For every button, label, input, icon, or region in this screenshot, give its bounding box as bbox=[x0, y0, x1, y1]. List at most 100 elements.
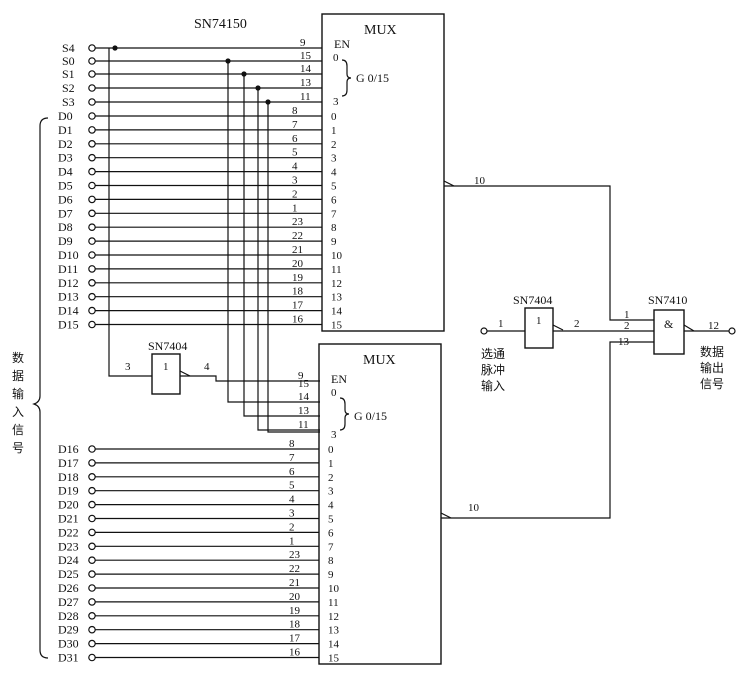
mux2-input-terminal-11 bbox=[88, 598, 96, 606]
inverter-left-box bbox=[151, 353, 181, 395]
select-drop-wire-3 bbox=[267, 102, 320, 433]
mux1-input-pin-7: 1 bbox=[292, 202, 298, 214]
mux1-input-pin-14: 17 bbox=[292, 300, 304, 312]
nand-pin-b: 2 bbox=[624, 320, 630, 332]
mux2-input-index-0: 0 bbox=[328, 444, 334, 456]
select-terminal-s2 bbox=[88, 84, 96, 92]
mux2-input-index-12: 12 bbox=[328, 611, 339, 623]
mux2-input-terminal-7 bbox=[88, 542, 96, 551]
mux1-title: MUX bbox=[364, 23, 397, 38]
mux1-input-label-10: D10 bbox=[58, 248, 79, 262]
nand-gate-symbol: & bbox=[664, 317, 674, 331]
output-label-line3: 信号 bbox=[700, 377, 724, 391]
mux2-title: MUX bbox=[363, 353, 396, 368]
mux2-input-index-14: 14 bbox=[328, 639, 340, 651]
mux1-input-index-11: 11 bbox=[331, 264, 342, 276]
mux2-input-label-4: D20 bbox=[58, 498, 79, 512]
mux1-select-brace bbox=[341, 59, 352, 97]
mux2-select-pin-3: 13 bbox=[298, 405, 310, 417]
mux1-input-pin-15: 16 bbox=[292, 314, 304, 326]
mux2-input-pin-1: 7 bbox=[289, 452, 295, 464]
mux1-input-terminal-5 bbox=[88, 181, 96, 190]
mux2-input-label-8: D24 bbox=[58, 553, 79, 567]
select-terminal-s1 bbox=[88, 70, 96, 78]
mux1-input-index-0: 0 bbox=[331, 111, 337, 123]
nand-gate-invert-mark bbox=[683, 324, 695, 332]
select-label-s1: S1 bbox=[62, 67, 75, 81]
mux1-input-terminal-0 bbox=[88, 112, 96, 120]
mux2-input-index-7: 7 bbox=[328, 541, 334, 553]
select-terminal-s4 bbox=[88, 44, 96, 52]
mux2-input-index-5: 5 bbox=[328, 514, 334, 526]
mux1-input-terminal-6 bbox=[88, 195, 96, 204]
mux2-input-pin-0: 8 bbox=[289, 438, 295, 450]
nand-pin-c: 13 bbox=[618, 336, 630, 348]
mux1-input-terminal-13 bbox=[88, 292, 96, 301]
mux1-input-index-3: 3 bbox=[331, 153, 337, 165]
mux1-input-terminal-1 bbox=[88, 126, 96, 134]
mux2-input-label-3: D19 bbox=[58, 484, 79, 498]
mux1-input-pin-11: 20 bbox=[292, 258, 304, 270]
mux1-select-pin-s2: 13 bbox=[300, 77, 312, 89]
mux-chip-label: SN74150 bbox=[194, 17, 247, 32]
inverter-left-in-wire bbox=[108, 48, 152, 377]
select-label-s0: S0 bbox=[62, 54, 75, 68]
mux2-sel3-label: 3 bbox=[331, 429, 337, 441]
mux1-select-pin-s0: 15 bbox=[300, 50, 312, 62]
mux1-box bbox=[321, 13, 445, 332]
mux1-group-label: G 0/15 bbox=[356, 71, 389, 85]
brace-label-char-1: 据 bbox=[12, 369, 24, 383]
mux2-input-terminal-9 bbox=[88, 570, 96, 578]
mux1-input-index-15: 15 bbox=[331, 320, 343, 332]
select-junction-s4 bbox=[112, 45, 118, 51]
mux1-input-pin-4: 4 bbox=[292, 161, 298, 173]
select-drop-wire-0 bbox=[227, 61, 320, 403]
mux2-input-label-13: D29 bbox=[58, 623, 79, 637]
mux1-input-label-11: D11 bbox=[58, 262, 78, 276]
brace-label-char-5: 号 bbox=[12, 441, 24, 455]
mux1-input-label-5: D5 bbox=[58, 179, 73, 193]
mux2-select-brace bbox=[339, 397, 350, 431]
brace-label-char-3: 入 bbox=[12, 405, 24, 419]
mux1-input-label-3: D3 bbox=[58, 151, 73, 165]
mux2-sel0-label: 0 bbox=[331, 387, 337, 399]
data-output-terminal bbox=[728, 327, 736, 335]
mux2-input-label-14: D30 bbox=[58, 637, 79, 651]
mux1-input-label-2: D2 bbox=[58, 137, 73, 151]
mux2-input-index-4: 4 bbox=[328, 500, 334, 512]
mux2-input-label-1: D17 bbox=[58, 456, 79, 470]
mux2-input-pin-7: 1 bbox=[289, 535, 295, 547]
mux2-input-index-1: 1 bbox=[328, 458, 334, 470]
mux1-en-label: EN bbox=[334, 37, 350, 51]
mux1-input-terminal-2 bbox=[88, 140, 96, 148]
mux1-input-label-6: D6 bbox=[58, 192, 73, 206]
mux1-input-terminal-8 bbox=[88, 223, 96, 232]
mux1-input-label-14: D14 bbox=[58, 304, 79, 318]
mux2-input-label-0: D16 bbox=[58, 442, 79, 456]
inverter-right-pin-in: 1 bbox=[498, 318, 504, 330]
mux2-input-label-10: D26 bbox=[58, 581, 79, 595]
mux1-input-terminal-7 bbox=[88, 209, 96, 218]
mux1-input-pin-10: 21 bbox=[292, 244, 303, 256]
mux2-input-label-9: D25 bbox=[58, 567, 79, 581]
mux1-input-label-1: D1 bbox=[58, 123, 73, 137]
mux2-input-pin-15: 16 bbox=[289, 647, 301, 659]
mux1-input-pin-2: 6 bbox=[292, 133, 298, 145]
mux2-input-index-8: 8 bbox=[328, 555, 334, 567]
mux1-select-pin-s4: 9 bbox=[300, 37, 306, 49]
mux2-input-index-2: 2 bbox=[328, 472, 334, 484]
mux2-input-label-7: D23 bbox=[58, 539, 79, 553]
mux1-input-label-15: D15 bbox=[58, 318, 79, 332]
mux1-input-terminal-11 bbox=[88, 265, 96, 273]
mux2-input-pin-12: 19 bbox=[289, 605, 301, 617]
mux1-input-label-8: D8 bbox=[58, 220, 73, 234]
mux2-input-pin-9: 22 bbox=[289, 563, 300, 575]
mux2-input-terminal-2 bbox=[88, 472, 96, 481]
mux2-input-terminal-6 bbox=[88, 528, 96, 537]
mux2-input-index-6: 6 bbox=[328, 527, 334, 539]
mux1-output-pin: 10 bbox=[474, 175, 486, 187]
mux1-input-index-13: 13 bbox=[331, 292, 343, 304]
